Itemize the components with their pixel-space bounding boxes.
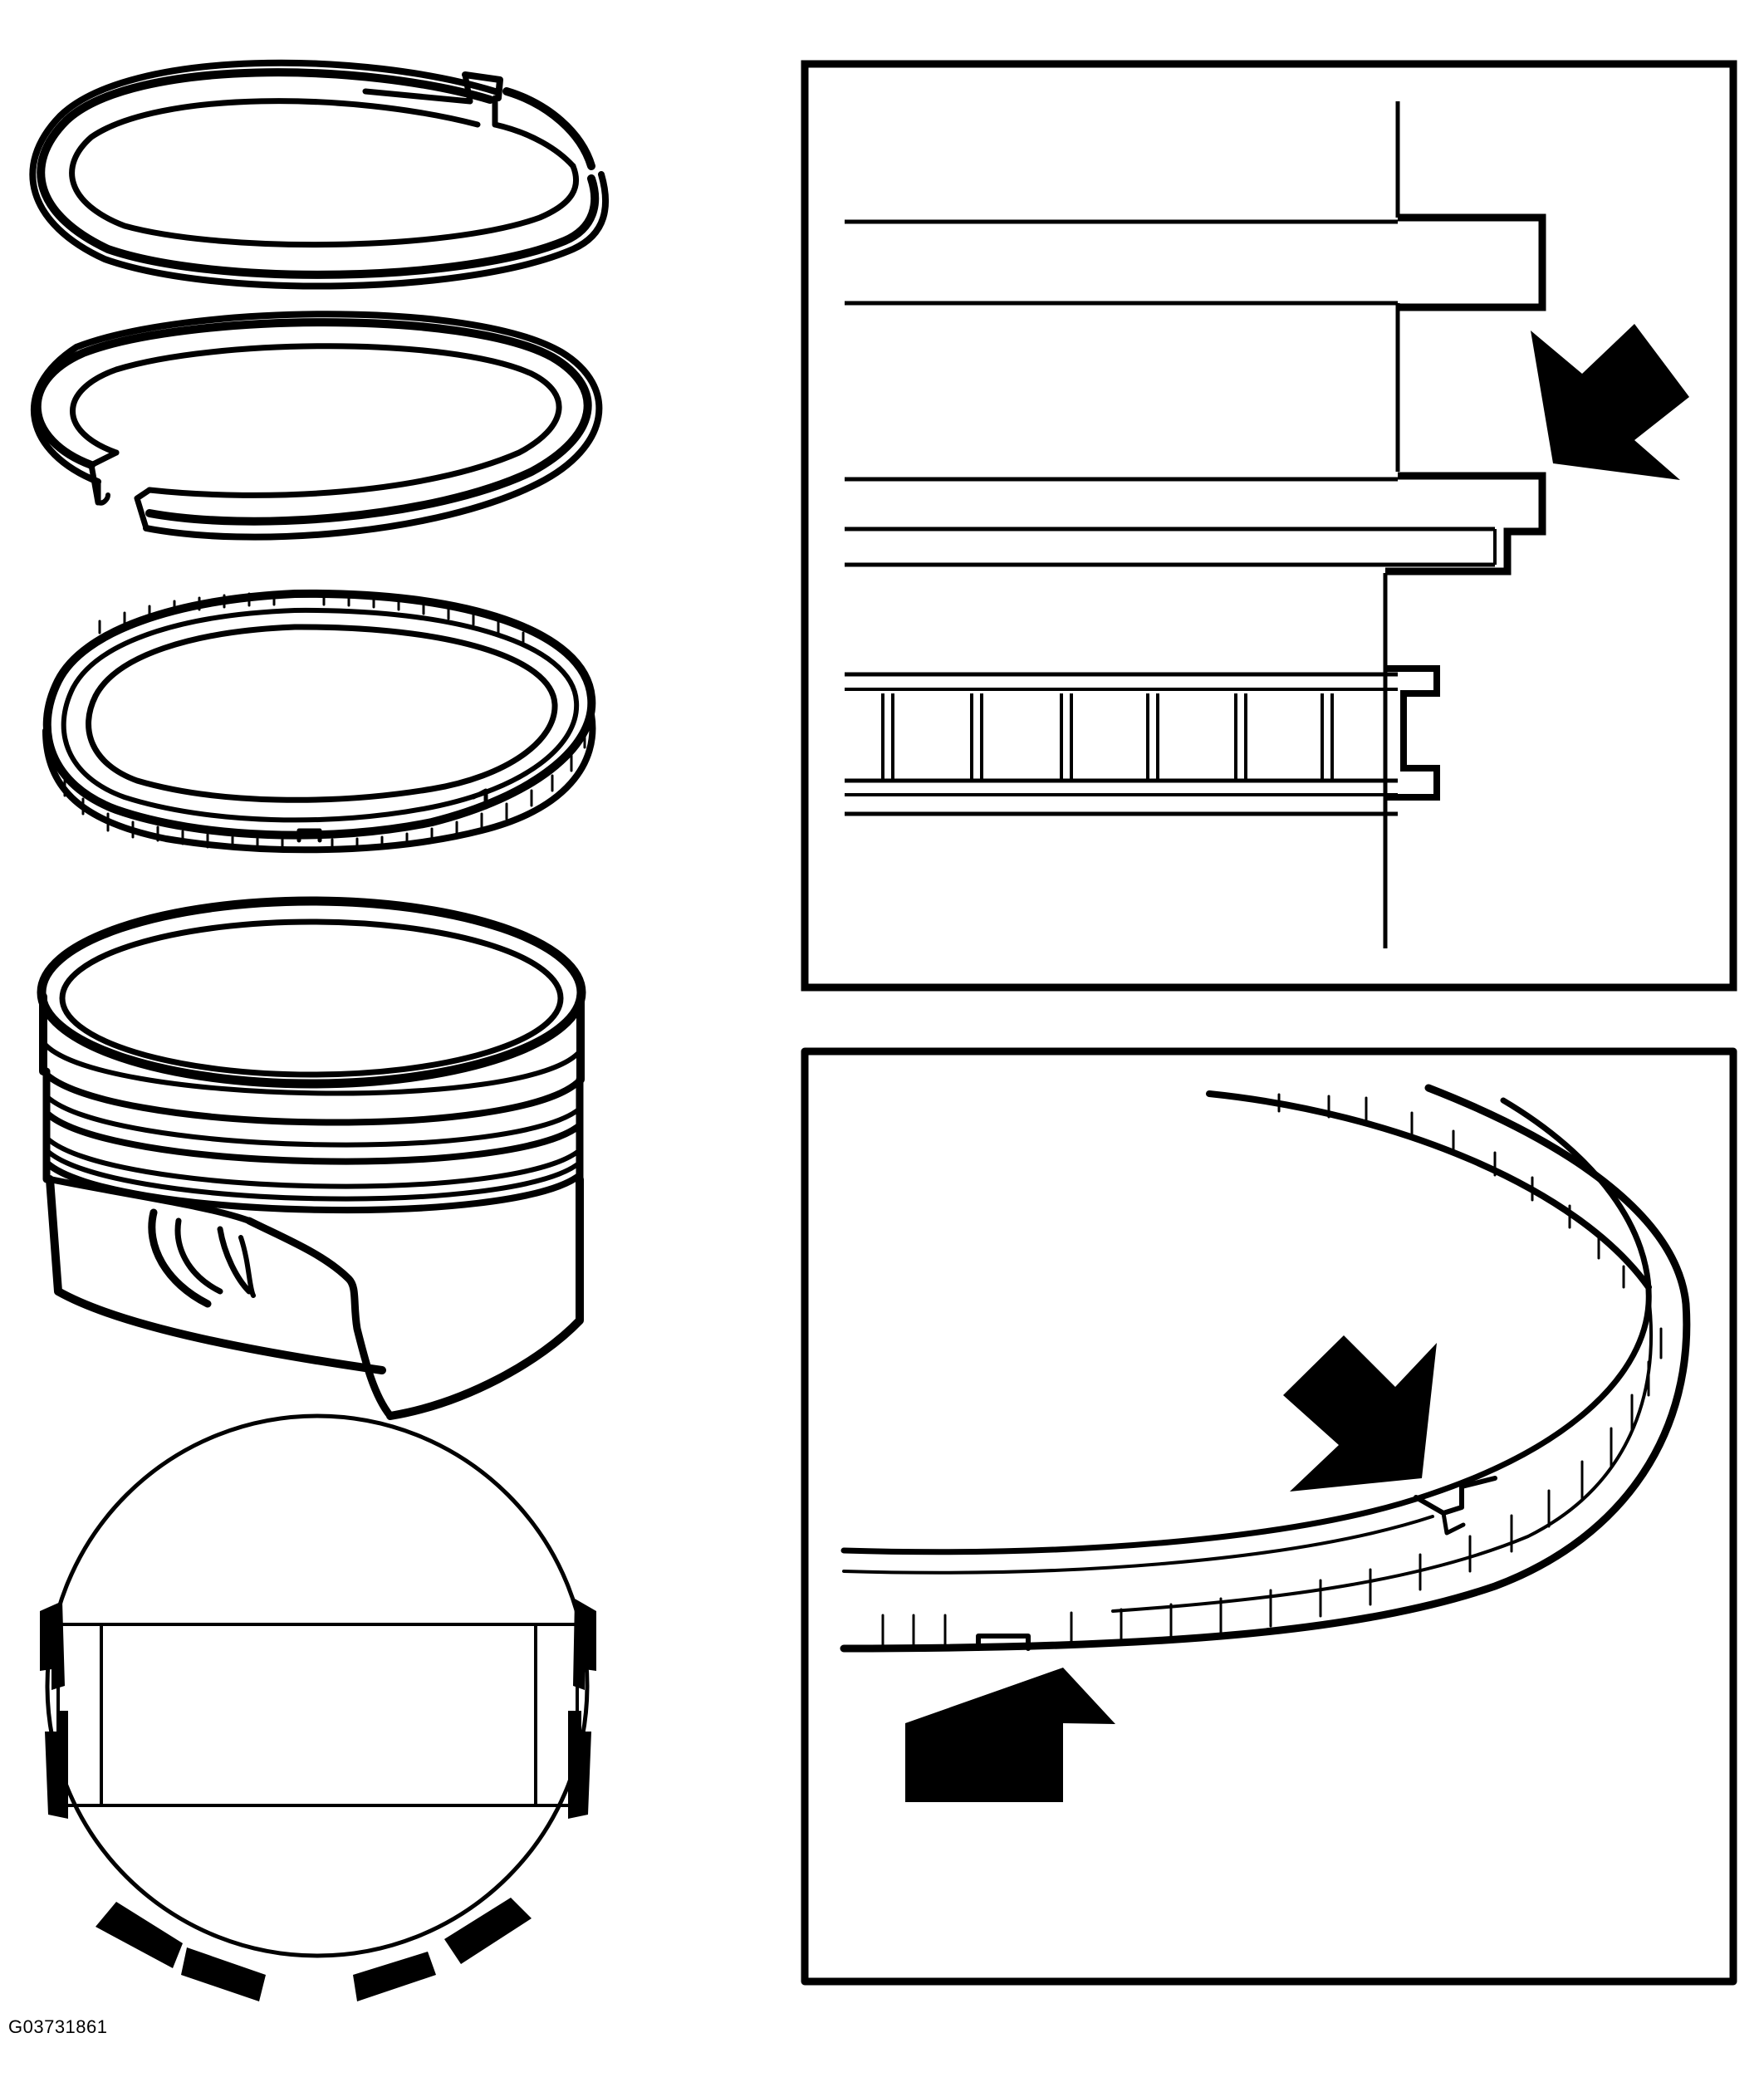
figure-code: G03731861	[8, 2016, 108, 2037]
arrow-icon	[1531, 324, 1689, 480]
second-compression-ring-icon	[31, 311, 603, 541]
ring-groove-detail-panel	[801, 60, 1737, 992]
arrow-icon	[905, 1668, 1115, 1802]
piston-top-view-icon	[40, 1413, 596, 2001]
oil-control-ring-icon	[42, 589, 596, 854]
arrow-icon	[1283, 1335, 1437, 1492]
piston-icon	[37, 896, 586, 1420]
oil-ring-gap-detail-panel	[801, 1047, 1737, 1986]
top-compression-ring-icon	[29, 59, 610, 290]
